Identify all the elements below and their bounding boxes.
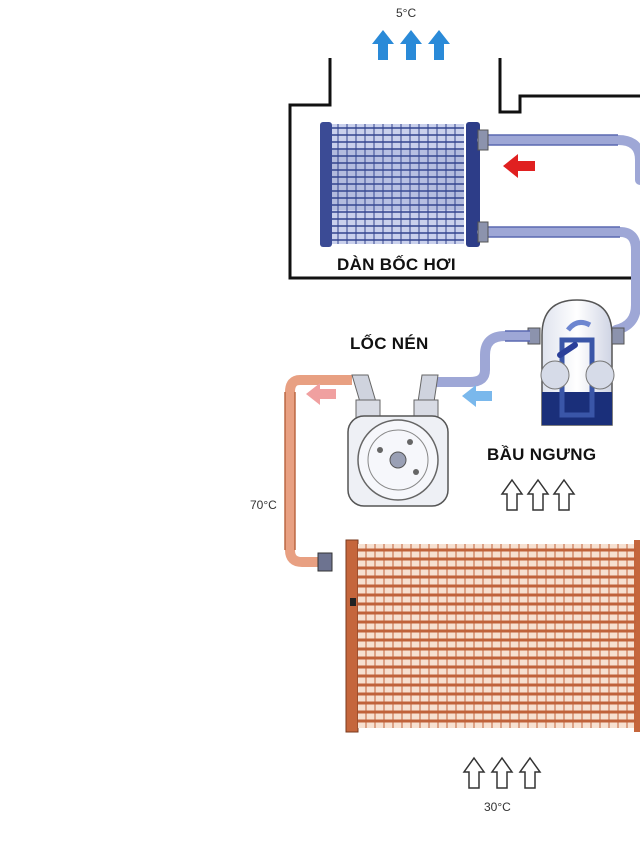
left-arrow-icon xyxy=(503,154,535,178)
discharge-pipe xyxy=(285,375,352,567)
evaporator-core xyxy=(320,122,480,247)
evaporator-pipes xyxy=(477,135,640,335)
hollow-up-arrow-icon xyxy=(490,756,514,789)
hollow-up-arrow-icon xyxy=(518,756,542,789)
airflow-in-arrows-middle xyxy=(500,478,576,511)
airflow-out-arrows xyxy=(372,30,450,60)
left-arrow-icon xyxy=(462,385,492,407)
evaporator-housing-right xyxy=(498,58,640,114)
compressor-label: LỐC NÉN xyxy=(350,334,429,353)
up-arrow-icon xyxy=(400,30,422,60)
left-arrow-icon xyxy=(306,383,336,405)
up-arrow-icon xyxy=(428,30,450,60)
up-arrow-icon xyxy=(372,30,394,60)
temp-top-label: 5°C xyxy=(396,6,417,20)
temp-bottom-label: 30°C xyxy=(484,800,511,814)
hollow-up-arrow-icon xyxy=(462,756,486,789)
compressor xyxy=(347,374,449,507)
hollow-up-arrow-icon xyxy=(500,478,524,511)
receiver-label: BẦU NGƯNG xyxy=(487,445,597,464)
hollow-up-arrow-icon xyxy=(552,478,576,511)
condenser-core xyxy=(345,539,640,733)
evaporator-label: DÀN BỐC HƠI xyxy=(337,255,456,274)
airflow-in-arrows-bottom xyxy=(462,756,542,789)
temp-discharge-label: 70°C xyxy=(250,498,277,512)
hollow-up-arrow-icon xyxy=(526,478,550,511)
evaporator-housing xyxy=(288,58,640,280)
receiver-tank xyxy=(527,299,625,426)
